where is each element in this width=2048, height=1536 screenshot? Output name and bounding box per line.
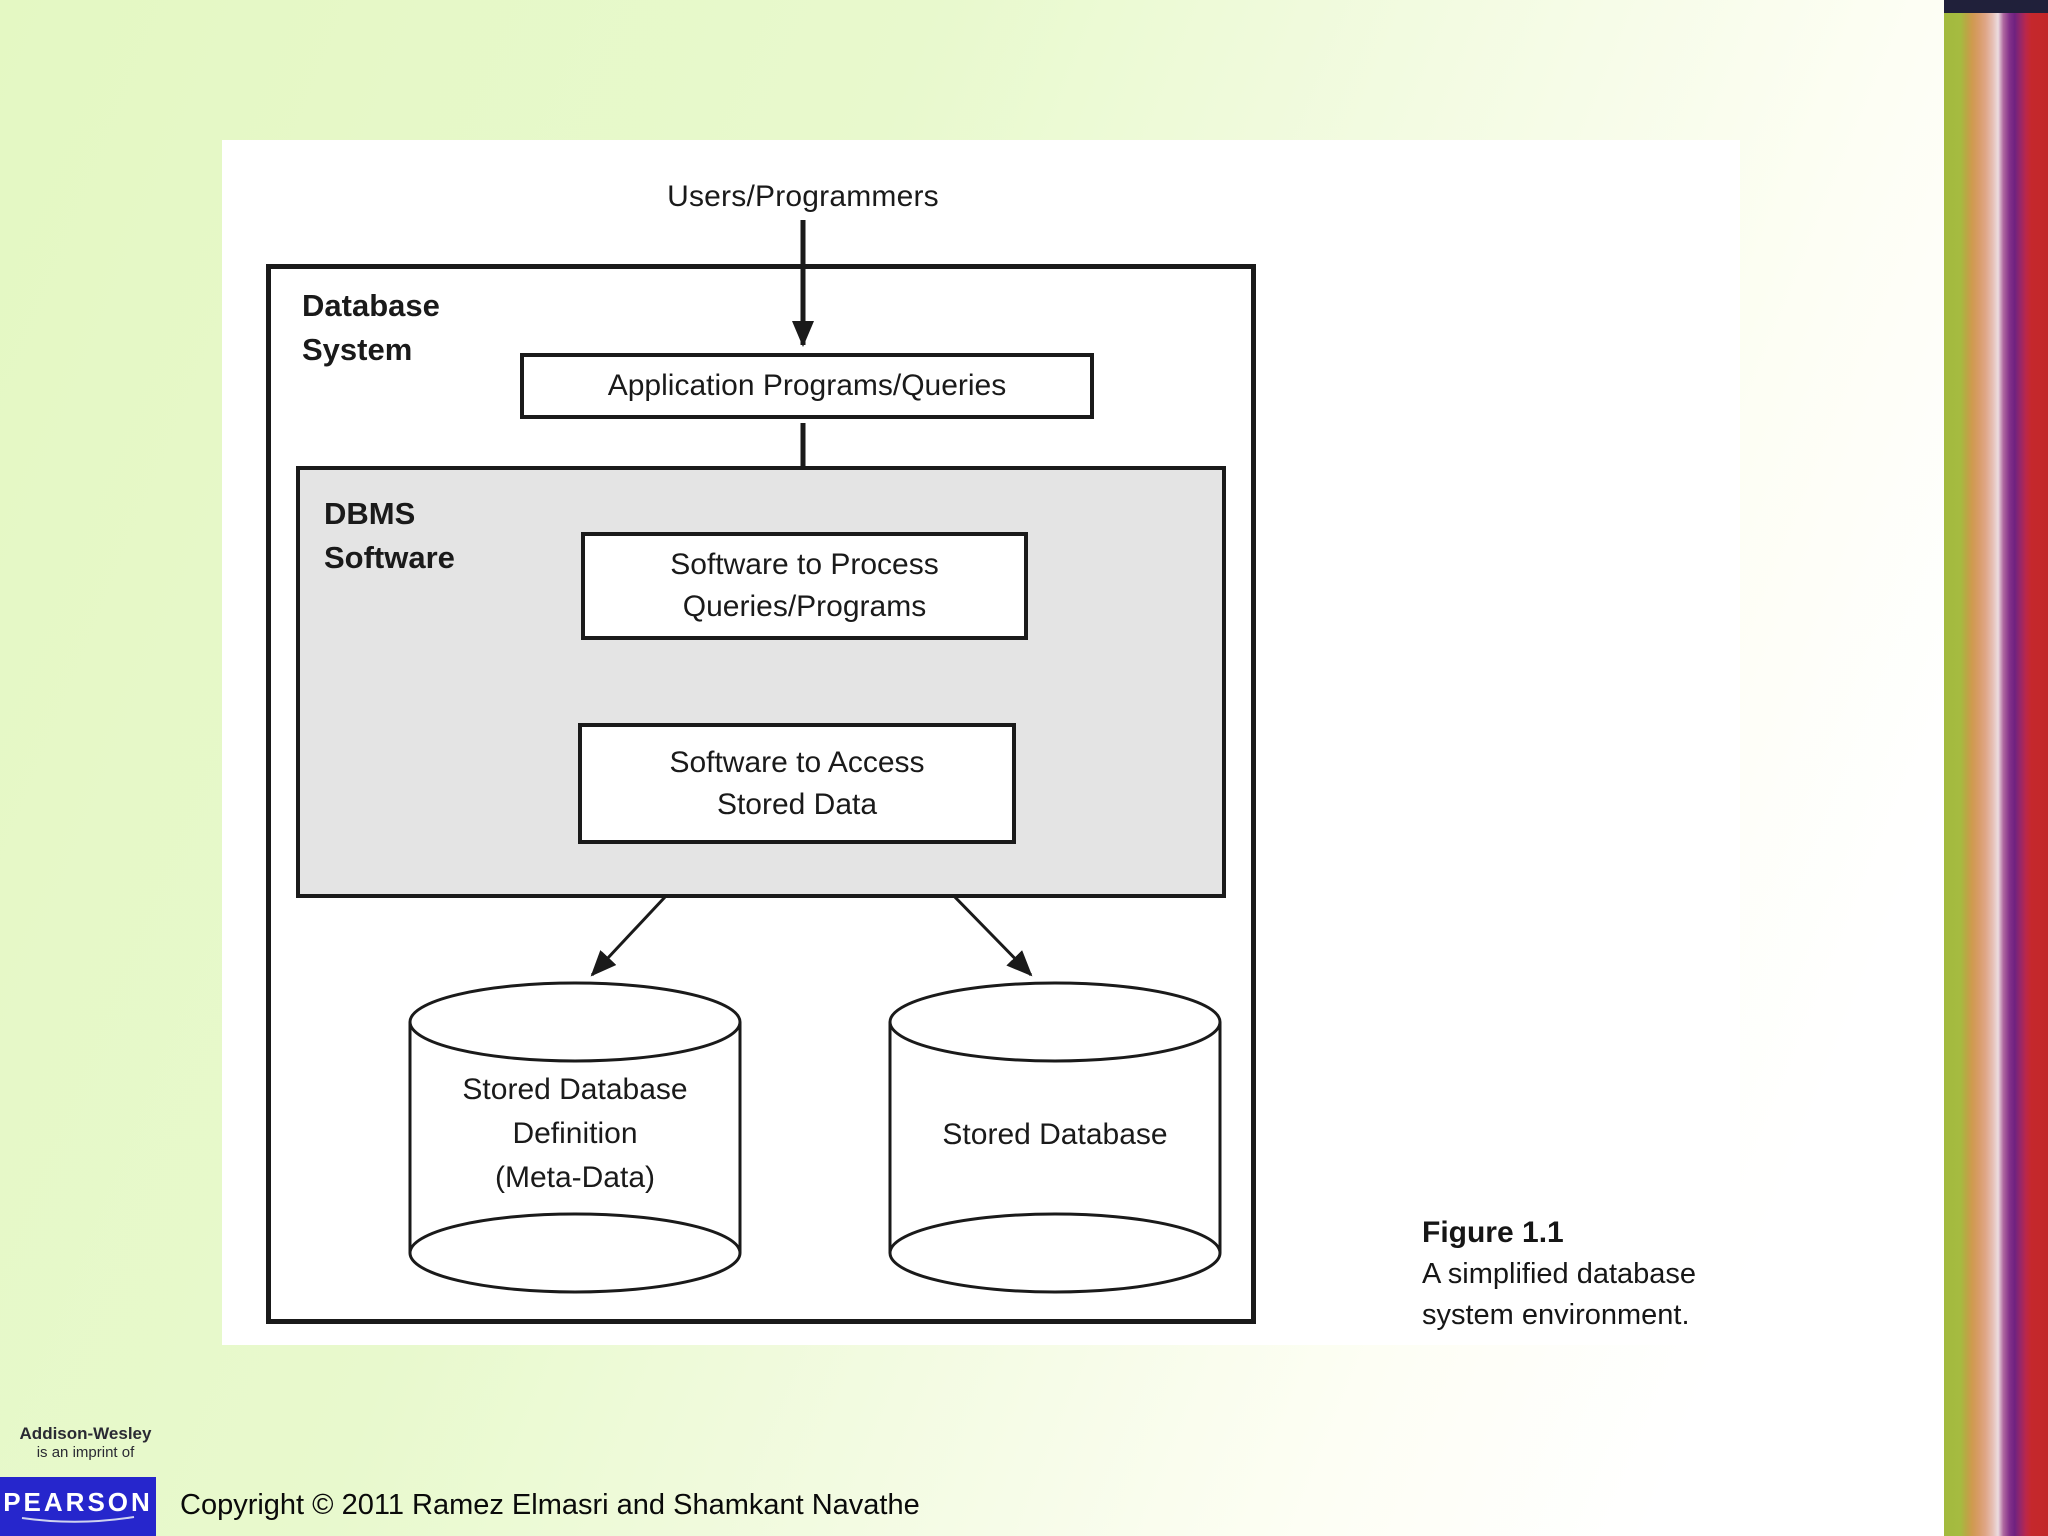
dbms-software-label-line1: DBMS bbox=[324, 496, 416, 531]
metadata-cylinder-icon bbox=[408, 981, 742, 1294]
software-access-label-line2: Stored Data bbox=[716, 787, 878, 821]
dbms-software-label-line2: Software bbox=[324, 540, 455, 575]
software-process-box: Software to Process Queries/Programs bbox=[581, 532, 1028, 640]
pearson-swoosh-icon bbox=[21, 1515, 135, 1523]
software-access-label-line1: Software to Access bbox=[669, 745, 925, 779]
figure-caption-title: Figure 1.1 bbox=[1422, 1216, 1564, 1249]
book-spine-stripe-art bbox=[1944, 0, 2048, 1536]
diagram-connectors-layer bbox=[408, 220, 1222, 1294]
dbms-software-label: DBMS Software bbox=[324, 492, 455, 580]
database-system-label: Database System bbox=[302, 284, 440, 372]
figure-caption-line1: A simplified database bbox=[1422, 1258, 1697, 1290]
copyright-text: Copyright © 2011 Ramez Elmasri and Shamk… bbox=[180, 1489, 920, 1521]
database-system-label-line1: Database bbox=[302, 288, 440, 323]
metadata-cylinder-label: Stored Database Definition (Meta-Data) bbox=[425, 1068, 725, 1200]
figure-caption-line2: system environment. bbox=[1422, 1299, 1690, 1331]
application-programs-box: Application Programs/Queries bbox=[520, 353, 1094, 419]
software-access-box: Software to Access Stored Data bbox=[578, 723, 1016, 844]
imprint-note: is an imprint of bbox=[36, 1444, 135, 1461]
users-programmers-label: Users/Programmers bbox=[667, 180, 939, 213]
software-process-label-line2: Queries/Programs bbox=[682, 590, 927, 623]
imprint-block: Addison-Wesley is an imprint of bbox=[8, 1424, 163, 1462]
software-process-label-line1: Software to Process bbox=[670, 548, 939, 581]
figure-caption: Figure 1.1 A simplified database system … bbox=[1422, 1212, 1782, 1336]
pearson-logo: PEARSON bbox=[0, 1477, 156, 1536]
metadata-cylinder-label-line2: Definition bbox=[512, 1117, 638, 1150]
database-system-label-line2: System bbox=[302, 332, 413, 367]
application-programs-label: Application Programs/Queries bbox=[607, 369, 1007, 402]
book-spine-stripe-top-band bbox=[1944, 0, 2048, 13]
metadata-cylinder-label-line3: (Meta-Data) bbox=[494, 1161, 656, 1194]
database-cylinder-label: Stored Database bbox=[942, 1118, 1168, 1151]
imprint-name: Addison-Wesley bbox=[19, 1424, 152, 1443]
figure-panel: Users/Programmers Database System Applic… bbox=[222, 140, 1740, 1345]
database-cylinder-icon bbox=[888, 981, 1222, 1294]
database-system-box bbox=[266, 264, 1256, 1324]
metadata-cylinder-label-line1: Stored Database bbox=[462, 1073, 688, 1106]
pearson-logo-wordmark: PEARSON bbox=[3, 1486, 153, 1517]
